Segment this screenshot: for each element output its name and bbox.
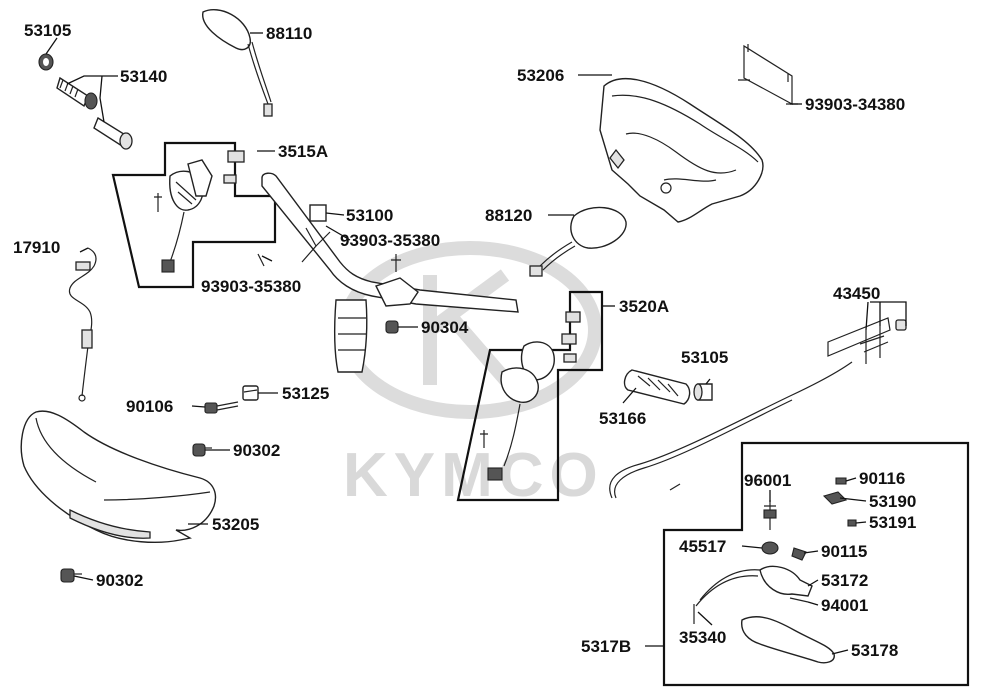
callout-88120: 88120 (485, 206, 532, 225)
callout-labels: 53105 53140 88110 3515A 53100 93903-3538… (13, 21, 916, 660)
callout-90302-upper: 90302 (233, 441, 280, 460)
callout-53105-left: 53105 (24, 21, 71, 40)
callout-5317B: 5317B (581, 637, 631, 656)
bracket-stay (738, 44, 798, 106)
watermark-brand: KYMCO (343, 441, 604, 510)
left-switch-assembly (111, 141, 277, 289)
callout-53190: 53190 (869, 492, 916, 511)
callout-53191: 53191 (869, 513, 916, 532)
callout-90304: 90304 (421, 318, 469, 337)
callout-90302-lower: 90302 (96, 571, 143, 590)
callout-88110: 88110 (266, 24, 312, 43)
callout-53178: 53178 (851, 641, 898, 660)
small-fasteners-left (204, 320, 399, 414)
callout-53205: 53205 (212, 515, 259, 534)
handlebar (257, 172, 519, 373)
throttle-cable (68, 247, 97, 402)
callout-53140: 53140 (120, 67, 167, 86)
callout-53206: 53206 (517, 66, 564, 85)
callout-90115: 90115 (821, 542, 867, 561)
callout-94001: 94001 (821, 596, 868, 615)
callout-45517: 45517 (679, 537, 726, 556)
right-mirror (529, 206, 627, 277)
brake-cable (609, 317, 907, 499)
callout-90106: 90106 (126, 397, 173, 416)
right-grip (623, 369, 713, 405)
left-mirror (202, 9, 273, 117)
callout-53125: 53125 (282, 384, 329, 403)
callout-93903-35380-lower: 93903-35380 (201, 277, 301, 296)
callout-93903-35380-upper: 93903-35380 (340, 231, 440, 250)
kymco-watermark: KYMCO (338, 241, 604, 510)
callout-90116: 90116 (859, 469, 905, 488)
callout-53105-right: 53105 (681, 348, 728, 367)
callout-17910: 17910 (13, 238, 60, 257)
leader-lines (45, 32, 907, 655)
handle-cover (599, 78, 764, 223)
callout-35340: 35340 (679, 628, 726, 647)
callout-96001: 96001 (744, 471, 791, 490)
callout-93903-34380: 93903-34380 (805, 95, 905, 114)
callout-3520A: 3520A (619, 297, 669, 316)
left-grip-assembly (38, 53, 133, 150)
brake-lever-assembly (662, 441, 970, 687)
front-cover (20, 410, 217, 583)
right-switch-assembly (456, 290, 604, 502)
callout-53166: 53166 (599, 409, 646, 428)
callout-3515A: 3515A (278, 142, 328, 161)
callout-53100: 53100 (346, 206, 393, 225)
callout-43450: 43450 (833, 284, 880, 303)
callout-53172: 53172 (821, 571, 868, 590)
